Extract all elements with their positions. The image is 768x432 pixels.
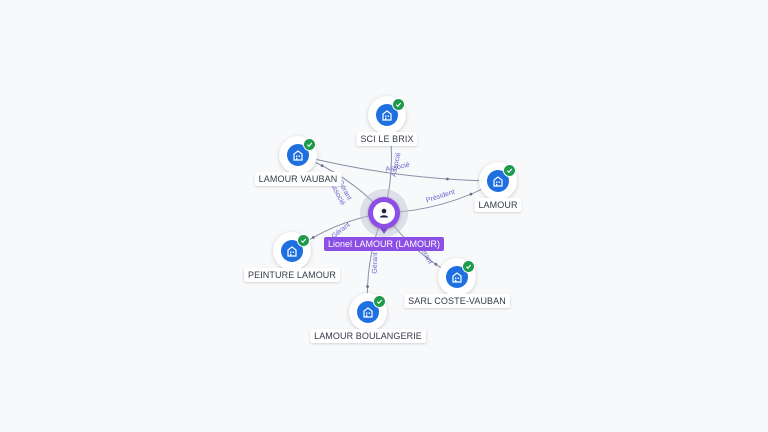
- person-icon: [373, 202, 395, 224]
- edge-lamour-vauban-lamour: [297, 154, 499, 182]
- verified-check-icon: [303, 138, 316, 151]
- company-label-lamour-vauban[interactable]: LAMOUR VAUBAN: [254, 172, 342, 186]
- edge-arrow: [469, 192, 473, 196]
- company-node-peinture-lamour[interactable]: [273, 232, 311, 270]
- company-node-lamour-boulangerie[interactable]: [349, 293, 387, 331]
- building-icon: [487, 170, 509, 192]
- verified-check-icon: [462, 260, 475, 273]
- person-label[interactable]: Lionel LAMOUR (LAMOUR): [323, 237, 445, 251]
- building-icon: [287, 144, 309, 166]
- edge-label: Associé: [385, 162, 411, 174]
- company-node-lamour-vauban[interactable]: [279, 136, 317, 174]
- verified-check-icon: [373, 295, 386, 308]
- company-node-sci-le-brix[interactable]: [368, 96, 406, 134]
- building-icon: [281, 240, 303, 262]
- edge-label: Président: [425, 189, 455, 205]
- company-node-sarl-coste-vauban[interactable]: [438, 258, 476, 296]
- building-icon: [357, 301, 379, 323]
- edge-arrow: [446, 177, 449, 181]
- company-label-lamour-boulangerie[interactable]: LAMOUR BOULANGERIE: [310, 329, 426, 343]
- verified-check-icon: [503, 164, 516, 177]
- company-label-sci-le-brix[interactable]: SCI LE BRIX: [356, 132, 418, 146]
- edge-label: Associé: [391, 152, 403, 178]
- pin-tip: [378, 225, 390, 234]
- company-label-lamour[interactable]: LAMOUR: [474, 198, 522, 212]
- edge-arrow: [366, 285, 369, 288]
- verified-check-icon: [297, 234, 310, 247]
- edge-arrow: [320, 164, 324, 168]
- company-label-sarl-coste-vauban[interactable]: SARL COSTE-VAUBAN: [404, 294, 510, 308]
- company-node-lamour[interactable]: [479, 162, 517, 200]
- verified-check-icon: [392, 98, 405, 111]
- company-label-peinture-lamour[interactable]: PEINTURE LAMOUR: [243, 268, 341, 282]
- edge-arrow: [434, 262, 438, 266]
- edge-arrow: [311, 235, 315, 239]
- edge-label: Gérant: [372, 252, 380, 274]
- building-icon: [376, 104, 398, 126]
- building-icon: [446, 266, 468, 288]
